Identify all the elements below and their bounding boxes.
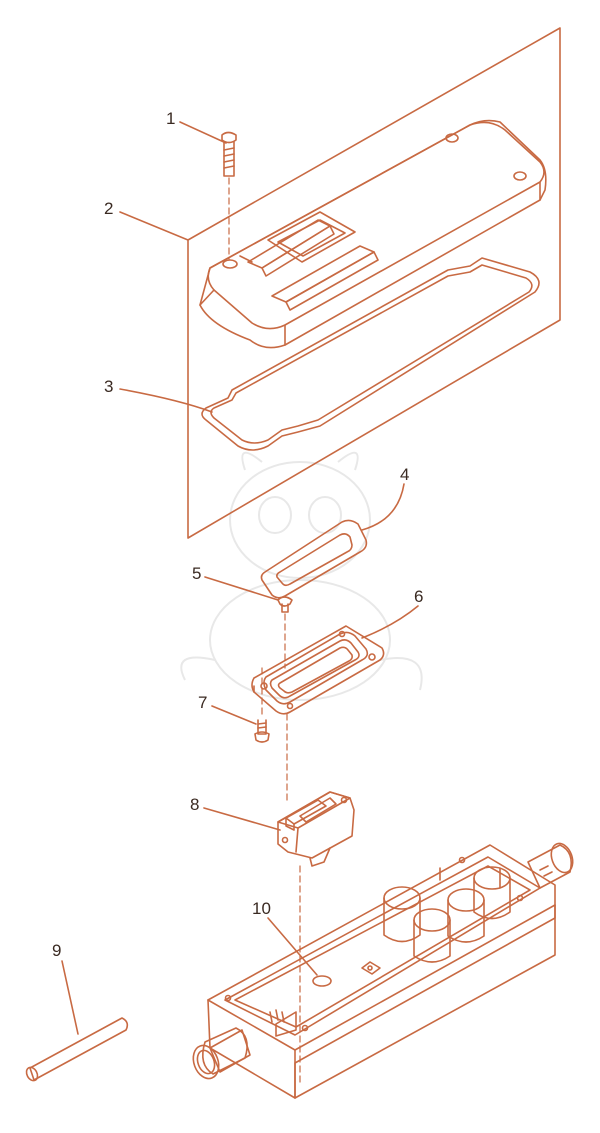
housing	[192, 842, 574, 1099]
part-4-gasket	[260, 519, 368, 599]
callout-3: 3	[104, 377, 114, 396]
callout-4: 4	[400, 465, 410, 484]
callout-2: 2	[104, 199, 114, 218]
left-cable-gland	[192, 1027, 251, 1080]
callout-10: 10	[252, 899, 271, 918]
callout-9: 9	[52, 941, 62, 960]
callout-7: 7	[198, 693, 208, 712]
right-cable-gland	[527, 842, 574, 889]
leader-lines	[61, 121, 419, 1035]
mounting-plane	[187, 27, 561, 539]
part-8-switch	[277, 791, 355, 867]
callout-6: 6	[414, 587, 424, 606]
part-1-screw	[221, 131, 237, 177]
capacitors	[383, 866, 511, 963]
part-2-cover	[199, 119, 547, 349]
part-6-frame	[251, 625, 385, 715]
callout-8: 8	[190, 795, 200, 814]
part-5-screw	[277, 596, 293, 613]
callout-1: 1	[166, 109, 176, 128]
part-7-screw	[254, 719, 270, 743]
part-9-pin	[25, 1017, 129, 1082]
callout-5: 5	[192, 564, 202, 583]
part-3-gasket	[201, 257, 540, 451]
